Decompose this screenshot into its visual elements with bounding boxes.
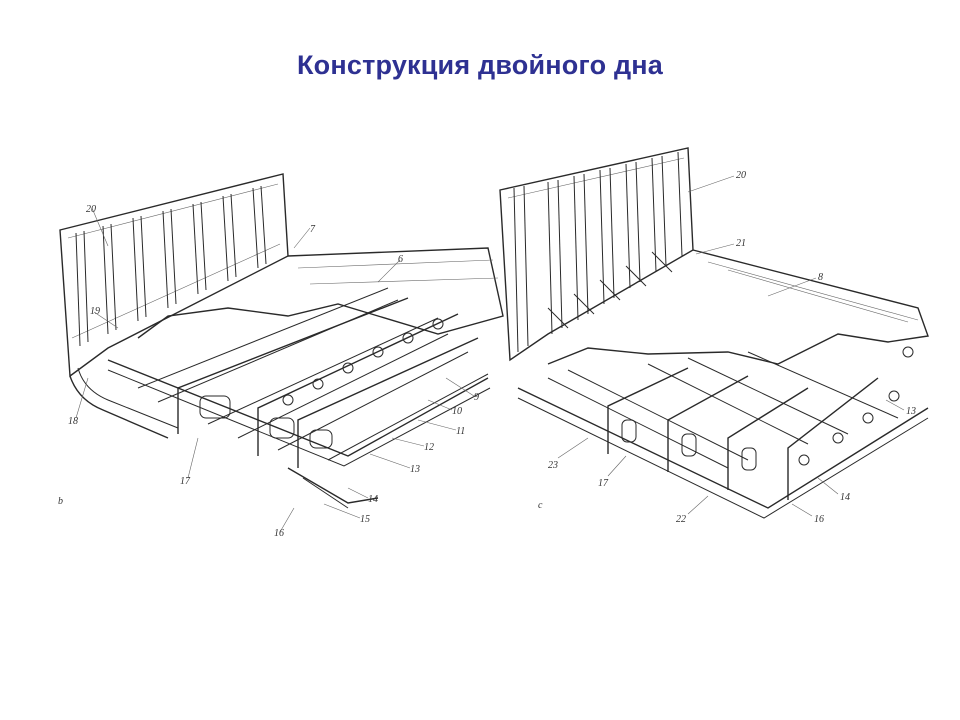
panel-letter-b: b xyxy=(58,496,63,507)
panel-letter-c: c xyxy=(538,500,543,511)
label-c-23: 23 xyxy=(548,460,558,471)
slide-title: Конструкция двойного дна xyxy=(296,50,664,80)
label-b-10: 10 xyxy=(452,406,462,417)
label-c-14: 14 xyxy=(840,492,850,503)
label-b-14: 14 xyxy=(368,494,378,505)
label-c-8: 8 xyxy=(818,272,823,283)
label-c-17: 17 xyxy=(598,478,609,489)
label-b-15: 15 xyxy=(360,514,370,525)
label-c-13: 13 xyxy=(906,406,916,417)
floors-girders-c xyxy=(517,346,929,519)
label-b-19: 19 xyxy=(90,306,100,317)
label-c-16: 16 xyxy=(814,514,824,525)
label-b-9: 9 xyxy=(474,392,479,403)
floors-girders-b xyxy=(107,287,491,468)
label-b-6: 6 xyxy=(398,254,403,265)
drawing-b: 20 7 6 19 18 17 9 10 11 12 13 14 15 16 b xyxy=(58,173,504,539)
drawing-c: 20 21 8 13 23 17 14 22 16 c xyxy=(499,147,929,525)
label-b-16: 16 xyxy=(274,528,284,539)
label-c-21: 21 xyxy=(736,238,746,249)
label-b-11: 11 xyxy=(456,426,465,437)
double-bottom-figure: 20 7 6 19 18 17 9 10 11 12 13 14 15 16 b xyxy=(48,138,938,543)
double-bottom-drawings: 20 7 6 19 18 17 9 10 11 12 13 14 15 16 b xyxy=(58,147,929,539)
label-b-13: 13 xyxy=(410,464,420,475)
side-frames-b xyxy=(75,185,267,347)
label-b-17: 17 xyxy=(180,476,191,487)
callouts-c xyxy=(557,175,905,517)
label-b-12: 12 xyxy=(424,442,434,453)
label-c-20: 20 xyxy=(736,170,746,181)
callouts-b xyxy=(75,207,475,533)
label-c-22: 22 xyxy=(676,514,686,525)
side-frames-c xyxy=(513,151,683,353)
label-b-20: 20 xyxy=(86,204,96,215)
label-b-7: 7 xyxy=(310,224,316,235)
label-b-18: 18 xyxy=(68,416,78,427)
